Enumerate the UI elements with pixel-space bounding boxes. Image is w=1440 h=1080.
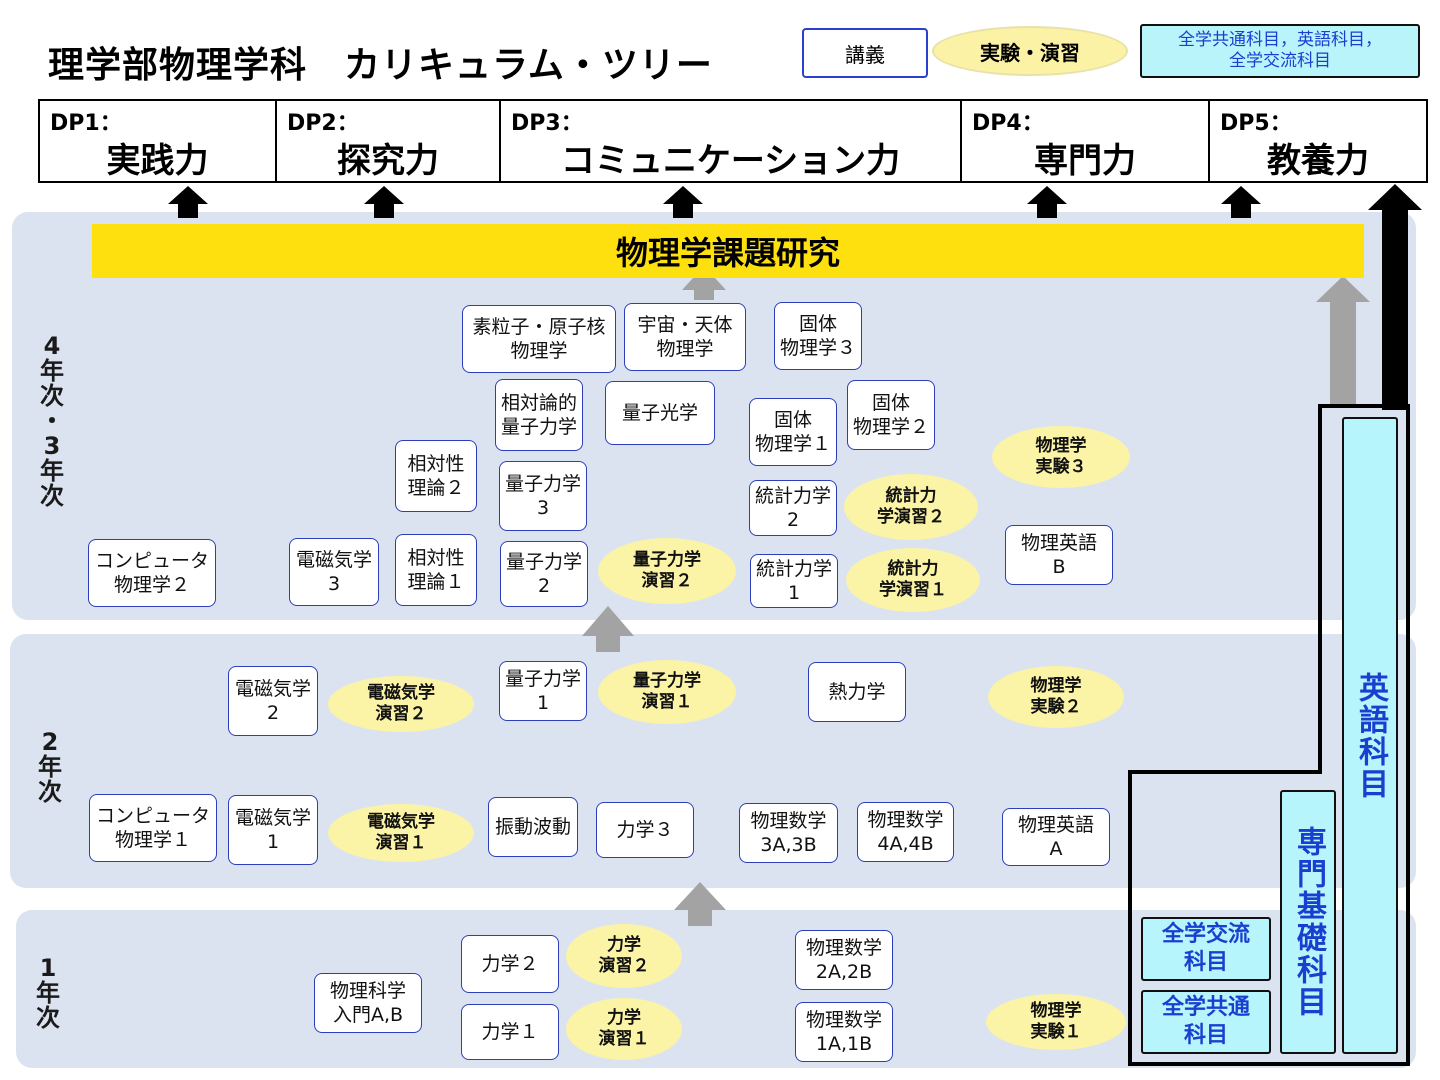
dp1-name: 実践力 xyxy=(106,141,209,181)
course-computational-physics-1: コンピュータ 物理学１ xyxy=(89,794,217,862)
general-common-subjects: 全学共通 科目 xyxy=(1141,990,1271,1054)
dp5-name: 教養力 xyxy=(1267,141,1369,181)
year-label-3-4: 4 年 次 ・ 3 年 次 xyxy=(40,332,64,510)
course-em-2: 電磁気学 2 xyxy=(228,666,318,736)
dp4-code: DP4： xyxy=(972,111,1044,136)
course-thermodynamics: 熱力学 xyxy=(808,662,906,722)
dp3-code: DP3： xyxy=(511,111,583,136)
arrow-to-dp5-short xyxy=(1221,186,1261,218)
course-mechanics-1: 力学１ xyxy=(461,1004,559,1060)
course-math-physics-4: 物理数学 4A,4B xyxy=(857,802,954,862)
exercise-mechanics-1: 力学 演習１ xyxy=(566,998,682,1060)
dp2-name: 探究力 xyxy=(337,141,439,181)
course-quantum-optics: 量子光学 xyxy=(605,381,715,445)
course-em-1: 電磁気学 1 xyxy=(228,795,318,865)
arrow-to-research xyxy=(682,266,726,300)
course-solid-state-1: 固体 物理学１ xyxy=(749,398,837,466)
course-relativity-1: 相対性 理論１ xyxy=(395,534,477,606)
course-math-physics-3: 物理数学 3A,3B xyxy=(739,803,838,863)
dp2-code: DP2： xyxy=(287,111,359,136)
course-math-physics-2: 物理数学 2A,2B xyxy=(795,930,893,990)
dp-table: DP1： 実践力 DP2： 探究力 DP3： コミュニケーション力 DP4： 専… xyxy=(38,99,1428,183)
course-relativity-2: 相対性 理論２ xyxy=(395,440,477,512)
english-subjects: 英語科目 xyxy=(1342,417,1398,1054)
page-title: 理学部物理学科 カリキュラム・ツリー xyxy=(48,45,713,86)
course-qm-2: 量子力学 2 xyxy=(500,541,588,607)
arrow-year2-to-year3 xyxy=(582,606,634,652)
exercise-em-1: 電磁気学 演習１ xyxy=(328,804,474,862)
dp5-cell: DP5： 教養力 xyxy=(1210,101,1426,181)
exercise-stat-mech-1: 統計力 学演習１ xyxy=(846,548,980,612)
dp1-code: DP1： xyxy=(50,111,122,136)
course-solid-state-3: 固体 物理学３ xyxy=(774,302,862,370)
legend-exercise: 実験・演習 xyxy=(932,26,1128,76)
exercise-em-2: 電磁気学 演習２ xyxy=(328,676,474,732)
legend-lecture: 講義 xyxy=(802,28,928,78)
research-bar: 物理学課題研究 xyxy=(92,224,1364,278)
arrow-year1-to-year2 xyxy=(674,882,726,926)
course-solid-state-2: 固体 物理学２ xyxy=(847,380,935,450)
legend-general: 全学共通科目，英語科目， 全学交流科目 xyxy=(1140,24,1420,78)
dp1-cell: DP1： 実践力 xyxy=(40,101,277,181)
exercise-physics-lab-1: 物理学 実験１ xyxy=(986,994,1126,1050)
course-math-physics-1: 物理数学 1A,1B xyxy=(795,1002,893,1062)
course-cosmology: 宇宙・天体 物理学 xyxy=(624,303,746,371)
course-relativistic-qm: 相対論的 量子力学 xyxy=(495,379,583,451)
course-qm-3: 量子力学 3 xyxy=(499,461,587,531)
general-subjects-outline xyxy=(1128,404,1410,1066)
dp3-cell: DP3： コミュニケーション力 xyxy=(501,101,962,181)
legend-general-line2: 全学交流科目 xyxy=(1229,51,1331,71)
arrow-to-dp4 xyxy=(1027,186,1067,218)
course-stat-mech-1: 統計力学 1 xyxy=(750,554,838,608)
arrow-general-to-research xyxy=(1316,276,1370,408)
basic-specialized-subjects: 専門基礎科目 xyxy=(1280,790,1336,1054)
general-exchange-subjects: 全学交流 科目 xyxy=(1141,917,1271,981)
exercise-physics-lab-2: 物理学 実験２ xyxy=(988,666,1124,728)
arrow-to-dp3 xyxy=(663,186,703,218)
course-stat-mech-2: 統計力学 2 xyxy=(749,480,837,536)
arrow-to-dp1 xyxy=(168,186,208,218)
arrow-to-dp5-tall xyxy=(1368,184,1422,410)
exercise-mechanics-2: 力学 演習２ xyxy=(566,924,682,988)
exercise-stat-mech-2: 統計力 学演習２ xyxy=(844,474,978,540)
course-mechanics-2: 力学２ xyxy=(461,935,559,993)
arrow-to-dp2 xyxy=(364,186,404,218)
course-qm-1: 量子力学 1 xyxy=(499,661,587,721)
course-physics-english-a: 物理英語 A xyxy=(1002,808,1110,866)
exercise-qm-1: 量子力学 演習１ xyxy=(598,660,736,724)
dp2-cell: DP2： 探究力 xyxy=(277,101,501,181)
dp5-code: DP5： xyxy=(1220,111,1292,136)
course-em-3: 電磁気学 3 xyxy=(289,538,379,606)
course-physics-english-b: 物理英語 B xyxy=(1005,525,1113,585)
year-label-2: 2 年 次 xyxy=(38,728,62,806)
exercise-physics-lab-3: 物理学 実験３ xyxy=(992,426,1130,488)
course-vibrations-waves: 振動波動 xyxy=(488,797,578,857)
dp3-name: コミュニケーション力 xyxy=(560,141,901,181)
exercise-qm-2: 量子力学 演習２ xyxy=(598,538,736,604)
dp4-cell: DP4： 専門力 xyxy=(962,101,1210,181)
course-intro-physical-science: 物理科学 入門A,B xyxy=(314,973,422,1033)
course-mechanics-3: 力学３ xyxy=(596,802,694,858)
dp4-name: 専門力 xyxy=(1034,141,1136,181)
course-computational-physics-2: コンピュータ 物理学２ xyxy=(88,539,216,607)
course-particle-nuclear: 素粒子・原子核 物理学 xyxy=(462,305,616,373)
year-label-1: 1 年 次 xyxy=(36,954,60,1032)
legend-general-line1: 全学共通科目，英語科目， xyxy=(1178,30,1382,50)
